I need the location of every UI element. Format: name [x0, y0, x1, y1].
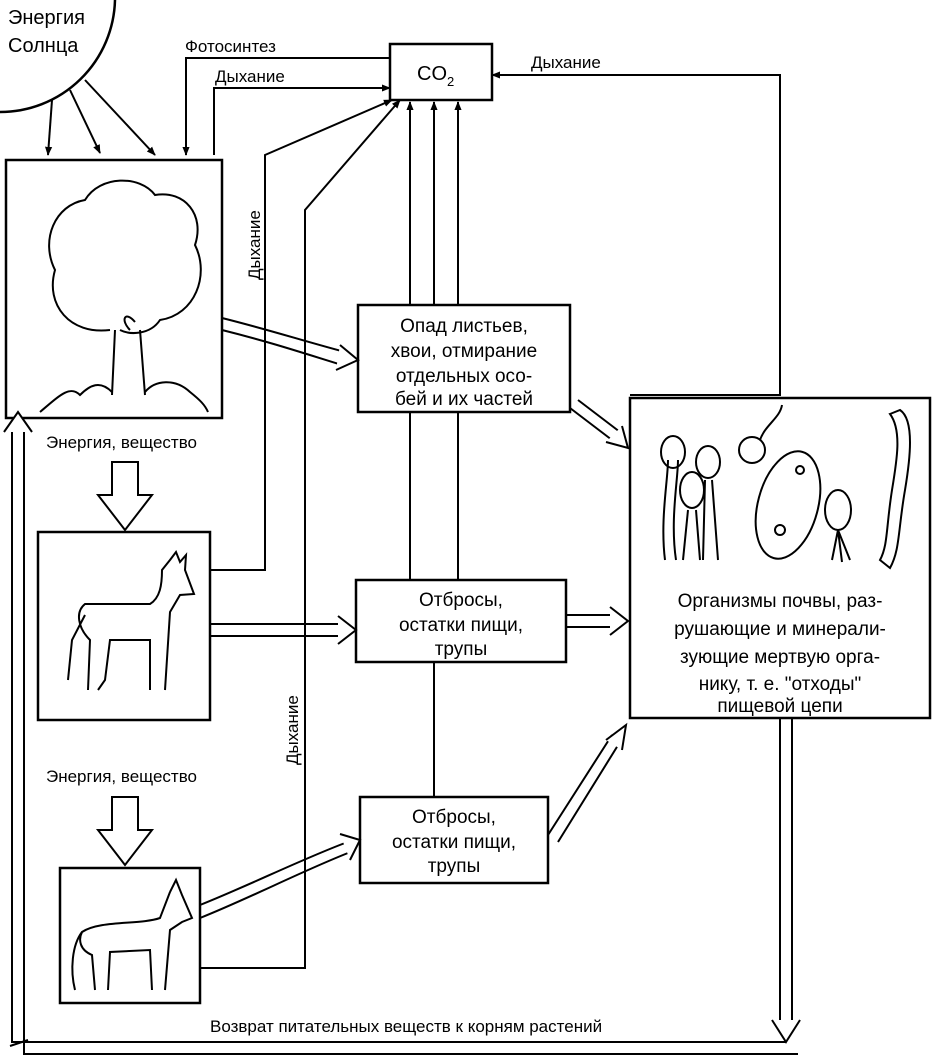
deer-icon	[67, 549, 196, 691]
label-respiration-vertical-upper: Дыхание	[245, 210, 264, 280]
tree-icon	[39, 179, 209, 413]
soil-line-5: пищевой цепи	[717, 696, 842, 717]
soil-line-3: зующие мертвую орга-	[680, 647, 880, 668]
sun-icon	[0, 0, 156, 156]
label-energy-matter-1: Энергия, вещество	[46, 433, 197, 452]
nutrient-return-arrow	[3, 410, 801, 1055]
deer-box	[36, 530, 212, 722]
label-return-nutrients: Возврат питательных веществ к корням рас…	[210, 1017, 602, 1036]
waste-box-2	[358, 795, 550, 885]
waste2-line-3: трупы	[428, 856, 481, 877]
litter-line-1: Опад листьев,	[400, 316, 528, 337]
energy-arrows	[95, 461, 155, 867]
label-energy-matter-2: Энергия, вещество	[46, 767, 197, 786]
co2-box	[388, 42, 494, 102]
soil-line-2: рушающие и минерали-	[674, 619, 886, 640]
sun-label-line1: Энергия	[8, 7, 85, 29]
co2-label: CO2	[417, 63, 454, 89]
waste1-line-3: трупы	[435, 639, 488, 660]
label-respiration-plant: Дыхание	[215, 67, 285, 86]
waste1-line-2: остатки пищи,	[399, 615, 523, 636]
label-respiration-vertical-lower: Дыхание	[283, 695, 302, 765]
litter-line-4: бей и их частей	[395, 389, 533, 410]
label-respiration-soil: Дыхание	[531, 53, 601, 72]
waste2-line-2: остатки пищи,	[392, 832, 516, 853]
tree-box	[4, 158, 224, 420]
litter-line-2: хвои, отмирание	[391, 341, 537, 362]
soil-line-1: Организмы почвы, раз-	[678, 591, 883, 612]
sun-label-line2: Солнца	[8, 35, 79, 57]
wolf-box	[58, 866, 202, 1005]
soil-line-4: нику, т. е. "отходы"	[699, 674, 862, 695]
waste-box-1	[354, 578, 568, 664]
waste1-line-1: Отбросы,	[419, 590, 503, 611]
label-photosynthesis: Фотосинтез	[185, 37, 276, 56]
matter-flow-arrows	[199, 317, 630, 919]
soil-organisms-icon	[660, 404, 911, 570]
litter-line-3: отдельных осо-	[396, 366, 532, 387]
litter-box	[356, 303, 572, 414]
wolf-icon	[71, 877, 194, 991]
waste2-line-1: Отбросы,	[412, 807, 496, 828]
